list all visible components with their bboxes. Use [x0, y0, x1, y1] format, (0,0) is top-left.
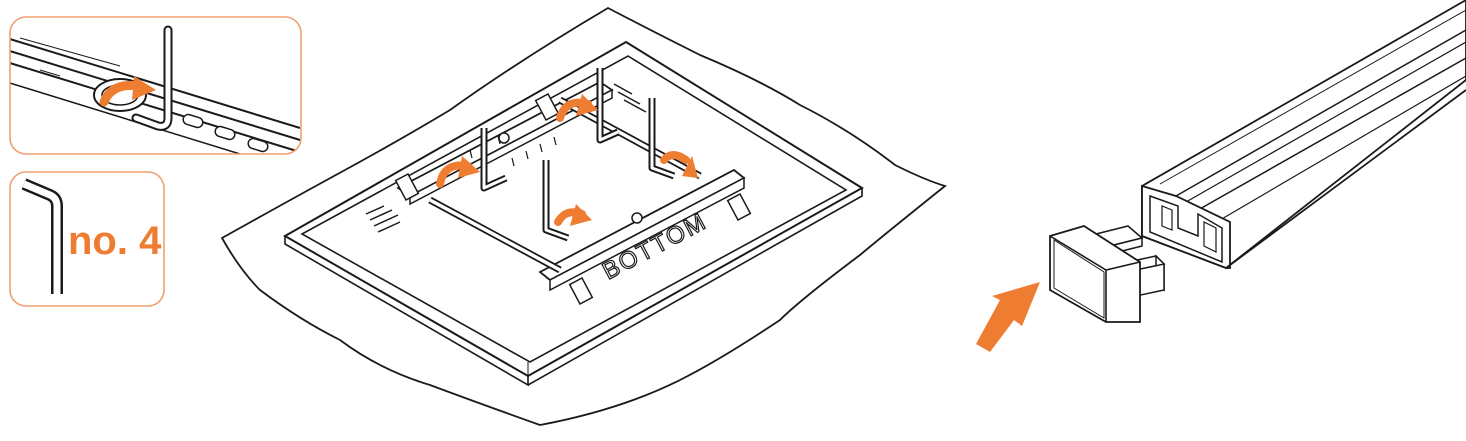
push-arrow-icon: [976, 282, 1040, 352]
tool-inset: [9, 171, 165, 307]
tv-mount-assembly: BOTTOM: [220, 6, 947, 426]
aluminium-profile: [1141, 0, 1466, 270]
allen-key-icon: [21, 178, 63, 294]
tool-size-label: no. 4: [68, 219, 162, 263]
end-cap: [1049, 225, 1166, 323]
detail-inset: [9, 16, 302, 155]
